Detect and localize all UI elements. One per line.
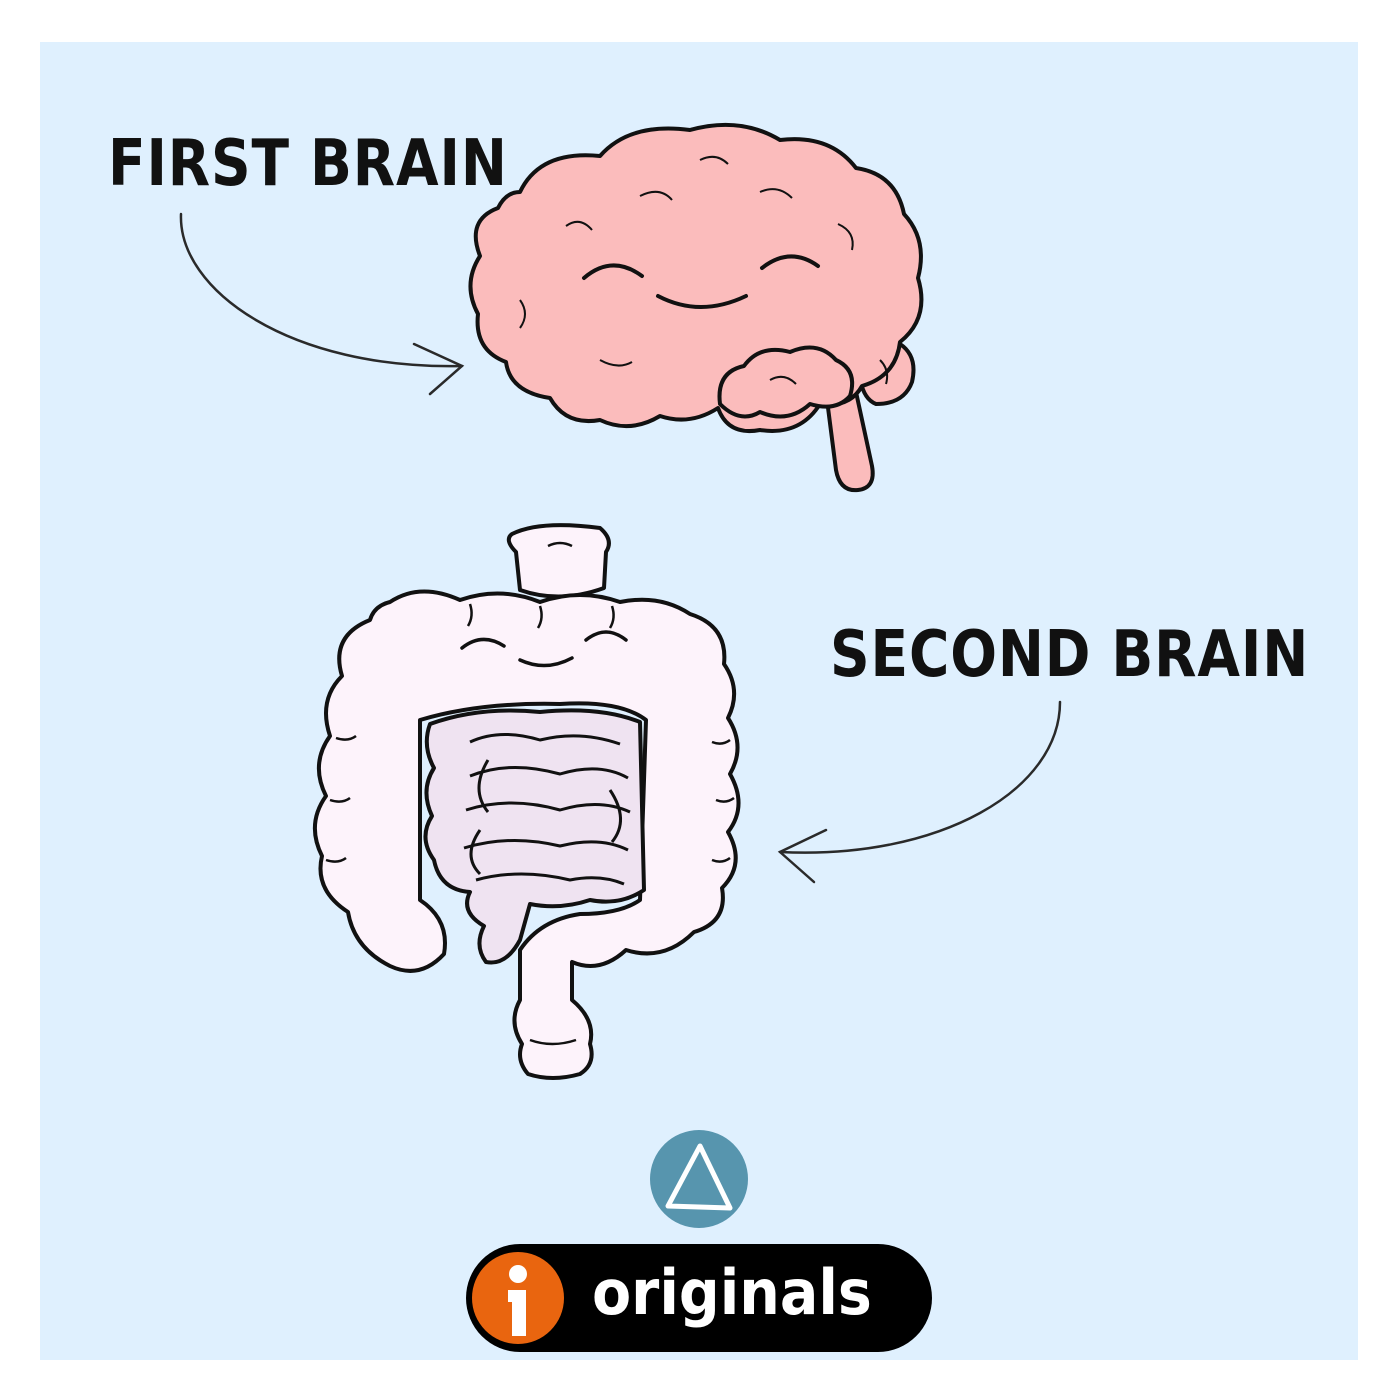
brain-illustration [468,122,924,493]
brain-face [582,254,820,309]
triangle-badge-icon [650,1130,748,1228]
brain-stem [824,390,875,493]
originals-wordmark: originals [592,1256,872,1329]
large-intestine [312,589,741,1080]
temporal-lobe [717,345,855,419]
first-brain-label: FIRST BRAIN [108,127,508,201]
i-glyph-icon [508,1265,527,1336]
arrow-second-brain [777,700,1062,884]
originals-logo-mark [472,1252,564,1344]
arrow-first-brain [179,212,465,396]
gut-face [460,630,628,668]
second-brain-label: SECOND BRAIN [830,618,1310,692]
gut-top-tube [506,523,611,599]
gut-illustration [312,523,741,1080]
